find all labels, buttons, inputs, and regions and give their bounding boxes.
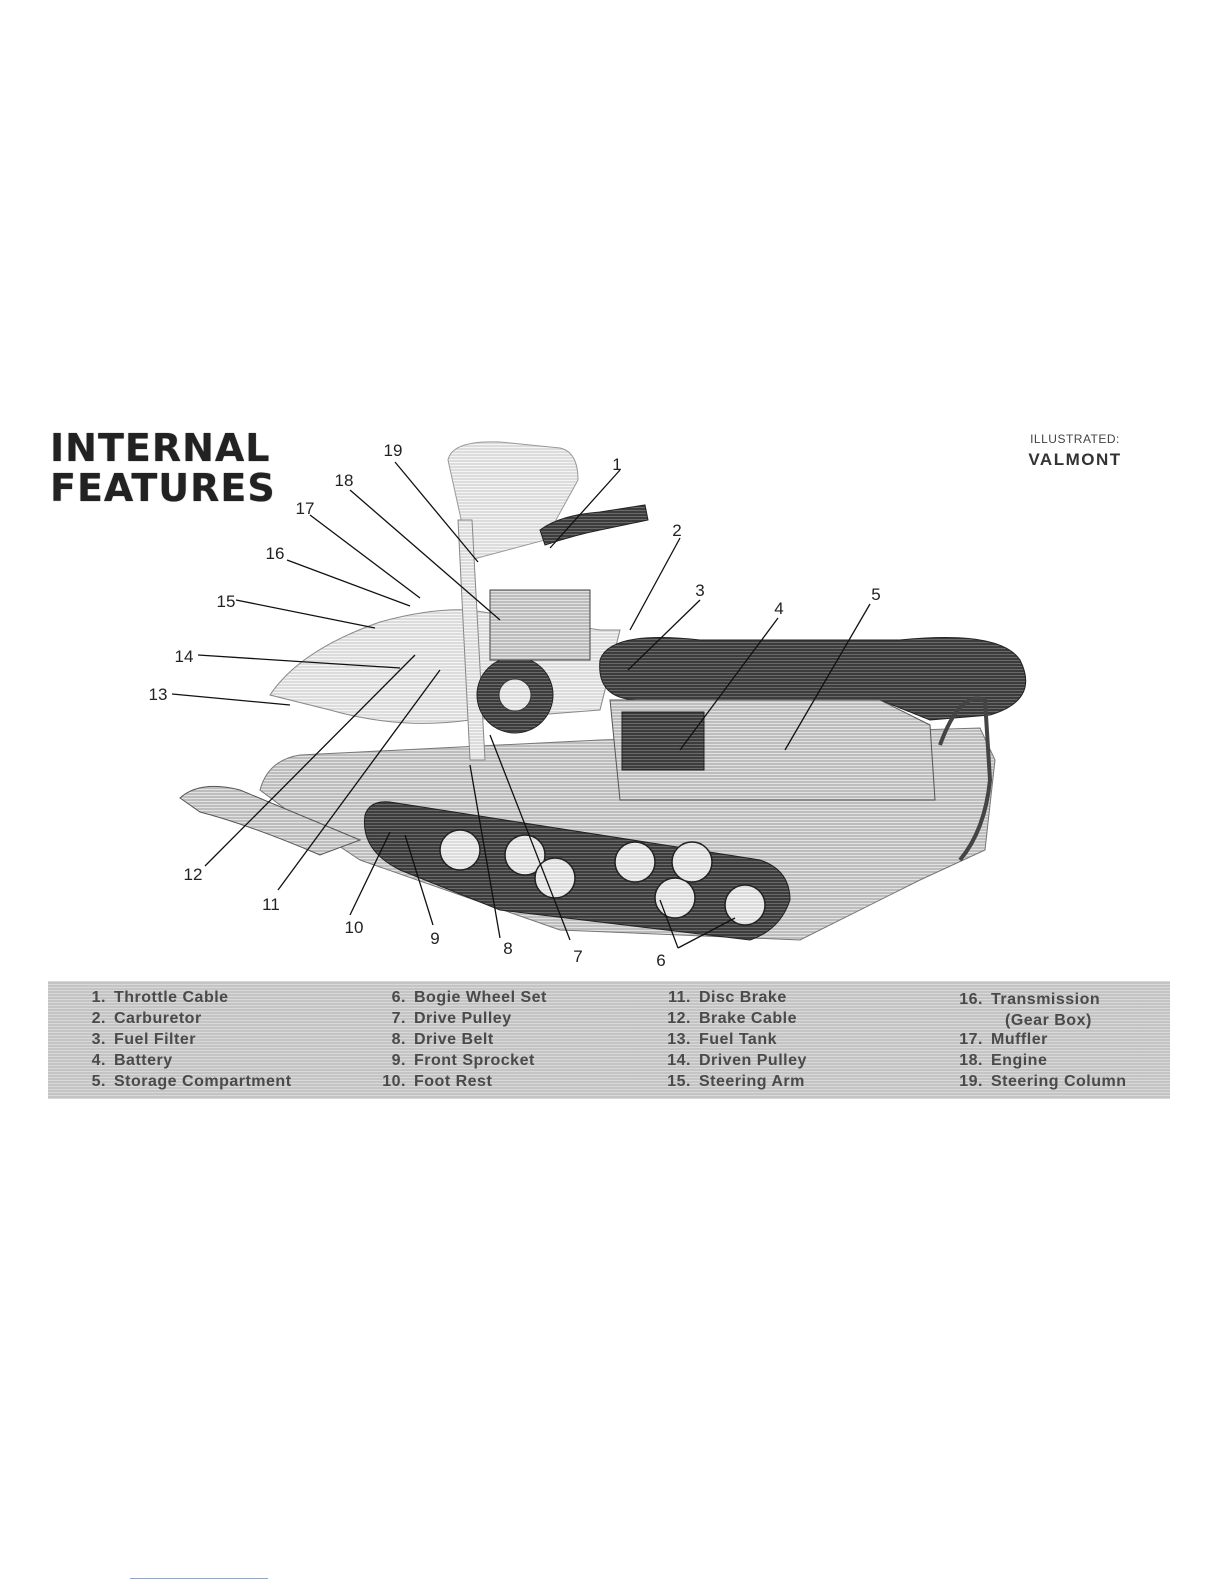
bogie-wheels (439, 829, 766, 926)
legend-item: 14.Driven Pulley (667, 1052, 807, 1069)
callout-4: 4 (774, 599, 783, 618)
callout-11: 11 (262, 895, 280, 914)
legend-item: 6.Bogie Wheel Set (391, 989, 547, 1006)
callout-16: 16 (266, 544, 285, 563)
legend-item: 5.Storage Compartment (91, 1073, 292, 1090)
callout-2: 2 (672, 521, 681, 540)
snowmobile-diagram: 1 2 3 4 5 6 7 8 9 10 11 12 13 14 15 16 1… (149, 441, 1027, 970)
legend-item: 9.Front Sprocket (391, 1052, 535, 1069)
snowmobile-illustration (179, 441, 1027, 941)
legend-item: 13.Fuel Tank (667, 1031, 777, 1048)
parts-legend: 1.Throttle Cable 2.Carburetor 3.Fuel Fil… (48, 981, 1170, 1099)
bottom-rule (130, 1578, 268, 1579)
front-skis (179, 785, 362, 856)
title-line-2: FEATURES (50, 466, 276, 510)
callout-9: 9 (430, 929, 439, 948)
callout-18: 18 (335, 471, 354, 490)
legend-item: 10.Foot Rest (382, 1073, 493, 1090)
model-name: VALMONT (1028, 450, 1122, 469)
callout-numbers: 1 2 3 4 5 6 7 8 9 10 11 12 13 14 15 16 1… (149, 441, 881, 970)
illustrated-model-label: ILLUSTRATED: VALMONT (1010, 432, 1140, 470)
rear-grab-bar (938, 696, 993, 862)
legend-item: 17.Muffler (959, 1031, 1048, 1048)
legend-item: 8.Drive Belt (391, 1031, 494, 1048)
legend-item: 1.Throttle Cable (91, 989, 229, 1006)
legend-item: 16.Transmission (Gear Box) (959, 991, 1101, 1029)
callout-14: 14 (175, 647, 194, 666)
engine-block (489, 589, 591, 661)
callout-15: 15 (217, 592, 236, 611)
drive-pulley-hub (498, 678, 532, 712)
legend-item: 19.Steering Column (959, 1073, 1127, 1090)
legend-item: 7.Drive Pulley (391, 1010, 512, 1027)
callout-1: 1 (612, 455, 621, 474)
callout-7: 7 (573, 947, 582, 966)
callout-19: 19 (384, 441, 403, 460)
legend-item: 18.Engine (959, 1052, 1048, 1069)
battery-box (621, 711, 705, 771)
callout-13: 13 (149, 685, 168, 704)
handlebar (539, 504, 649, 546)
callout-8: 8 (503, 939, 512, 958)
page-title: INTERNAL FEATURES (50, 428, 276, 508)
callout-12: 12 (184, 865, 203, 884)
legend-item: 4.Battery (91, 1052, 173, 1069)
legend-item: 15.Steering Arm (667, 1073, 805, 1090)
legend-item: 2.Carburetor (91, 1010, 202, 1027)
legend-item: 12.Brake Cable (667, 1010, 797, 1027)
illustrated-caption: ILLUSTRATED: (1030, 432, 1120, 446)
title-line-1: INTERNAL (50, 426, 271, 470)
callout-5: 5 (871, 585, 880, 604)
callout-17: 17 (296, 499, 315, 518)
legend-item: 11.Disc Brake (668, 989, 787, 1006)
legend-item: 3.Fuel Filter (91, 1031, 196, 1048)
callout-leaders (171, 461, 871, 949)
callout-10: 10 (345, 918, 364, 937)
callout-6: 6 (656, 951, 665, 970)
callout-3: 3 (695, 581, 704, 600)
